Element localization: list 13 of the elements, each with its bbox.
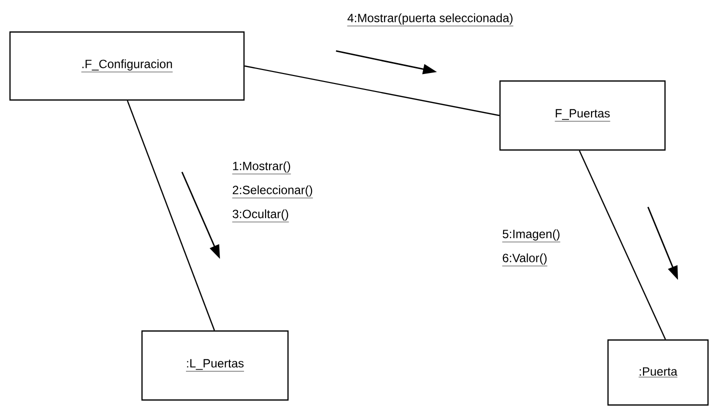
message-label: 1:Mostrar()	[232, 161, 292, 174]
object-box: .F_Configuracion	[9, 31, 245, 101]
link-line	[244, 65, 500, 116]
object-box: :L_Puertas	[141, 330, 289, 401]
message-label: 6:Valor()	[502, 253, 548, 266]
link-line	[578, 150, 666, 340]
message-label: 2:Seleccionar()	[232, 185, 314, 198]
object-box: :Puerta	[607, 339, 709, 406]
message-label: 4:Mostrar(puerta seleccionada)	[347, 13, 514, 26]
object-box: F_Puertas	[499, 80, 666, 151]
message-label: 3:Ocultar()	[232, 209, 290, 222]
link-line	[126, 100, 215, 331]
message-label: 5:Imagen()	[502, 229, 560, 242]
